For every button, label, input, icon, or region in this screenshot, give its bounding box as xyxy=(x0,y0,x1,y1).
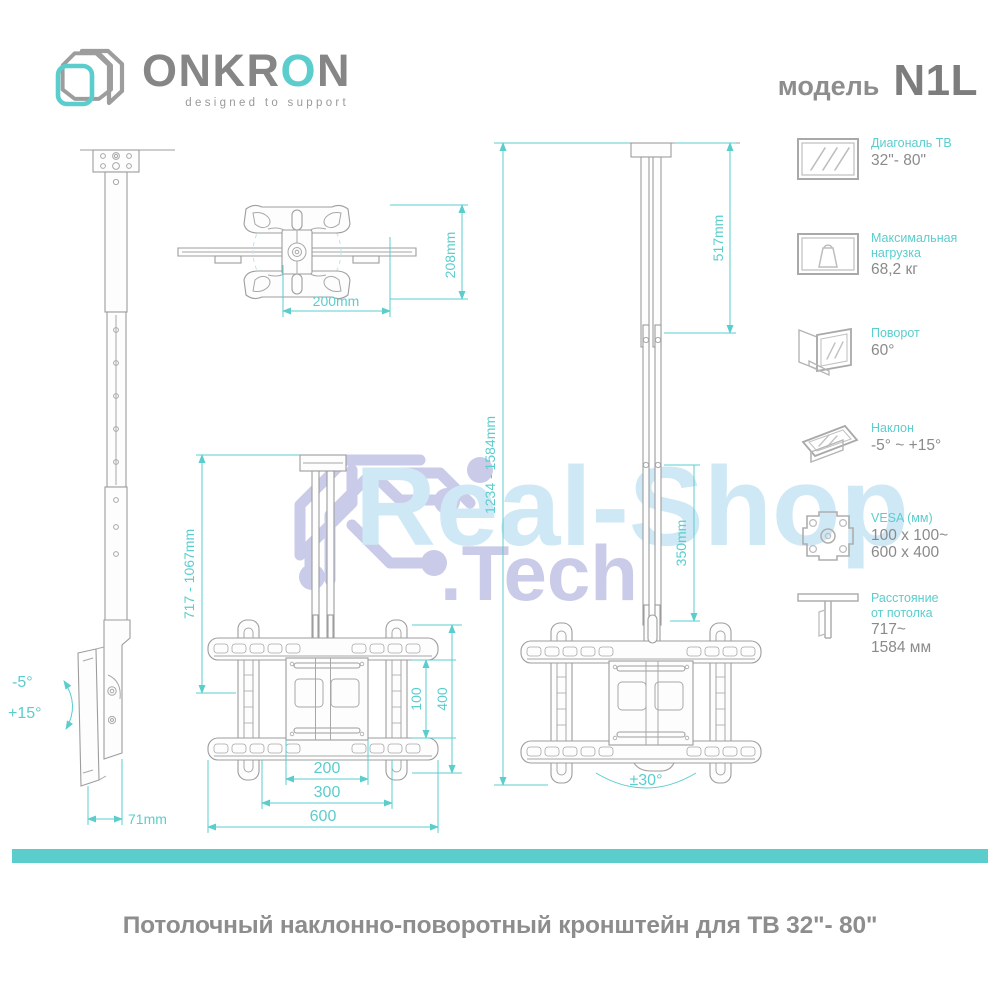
vesa-outer-height-label: 400 xyxy=(434,687,450,711)
weight-load-icon xyxy=(795,230,861,282)
spec-text: VESA (мм) 100 x 100~ 600 x 400 xyxy=(871,510,948,562)
spec-value: 32"- 80" xyxy=(871,151,926,169)
tilt-down-label: +15° xyxy=(8,705,42,722)
model-designation: модель N1L xyxy=(778,56,978,106)
drop-range-short-label: 717 - 1067mm xyxy=(181,529,197,619)
spec-row-vesa: VESA (мм) 100 x 100~ 600 x 400 xyxy=(795,510,948,562)
plate-height-label: 208mm xyxy=(442,232,458,279)
swivel-angle-label: ±30° xyxy=(630,772,663,789)
spec-text: Диагональ ТВ 32"- 80" xyxy=(871,135,952,169)
brand-wordmark: ONKRON designed to support xyxy=(142,45,352,110)
swivel-rotate-icon xyxy=(795,325,861,377)
spec-row-max-load: Максимальная нагрузка 68,2 кг xyxy=(795,230,957,282)
top-plate-view: 208mm 200mm xyxy=(177,204,468,317)
front-view-long-pole: 517mm 1234 - 1584mm 350mm ±30° xyxy=(482,142,762,789)
spec-text: Наклон -5° ~ +15° xyxy=(871,420,941,454)
product-caption: Потолочный наклонно-поворотный кронштейн… xyxy=(122,912,878,939)
spec-row-ceiling-distance: Расстояние от потолка 717~ 1584 мм xyxy=(795,590,939,656)
width-mid-label: 300 xyxy=(314,784,341,801)
spec-title: Наклон xyxy=(871,421,914,435)
spec-row-tilt: Наклон -5° ~ +15° xyxy=(795,420,941,472)
spec-text: Расстояние от потолка 717~ 1584 мм xyxy=(871,590,939,656)
spec-title: Поворот xyxy=(871,326,920,340)
spec-value: 100 x 100~ 600 x 400 xyxy=(871,526,949,562)
spec-text: Максимальная нагрузка 68,2 кг xyxy=(871,230,957,279)
spec-text: Поворот 60° xyxy=(871,325,920,359)
spec-value: -5° ~ +15° xyxy=(871,436,942,454)
brand-tagline: designed to support xyxy=(185,97,350,109)
spec-title: Расстояние от потолка xyxy=(871,591,939,620)
spec-value: 60° xyxy=(871,341,895,359)
spec-value: 68,2 кг xyxy=(871,261,918,278)
pole-bottom-label: 350mm xyxy=(673,520,689,567)
model-code: N1L xyxy=(893,56,978,105)
spec-title: Диагональ ТВ xyxy=(871,136,952,150)
header: ONKRON designed to support модель N1L xyxy=(0,0,1000,130)
spec-row-tv-diagonal: Диагональ ТВ 32"- 80" xyxy=(795,135,952,187)
tilt-up-label: -5° xyxy=(12,674,33,691)
brand-logo: ONKRON designed to support xyxy=(52,48,351,110)
vesa-inner-height-label: 100 xyxy=(408,687,424,711)
technical-drawings: .ln{stroke:#9d9d9d;fill:none;stroke-widt… xyxy=(0,125,1000,840)
tilt-icon xyxy=(795,420,861,472)
pole-top-label: 517mm xyxy=(710,215,726,262)
width-outer-label: 600 xyxy=(310,808,337,825)
accent-bar xyxy=(12,849,988,863)
spec-title: Максимальная нагрузка xyxy=(871,231,958,260)
onkron-cube-logo-icon xyxy=(52,48,130,110)
tv-screen-icon xyxy=(795,135,861,187)
front-view-short-pole: 717 - 1067mm 100 400 200 300 xyxy=(181,454,462,833)
ceiling-distance-icon xyxy=(795,590,861,642)
vesa-plate-icon xyxy=(795,510,861,562)
side-profile-view: -5° +15° 71mm xyxy=(8,149,175,827)
spec-value: 717~ 1584 мм xyxy=(871,621,932,656)
spec-title: VESA (мм) xyxy=(871,511,933,525)
drop-range-long-label: 1234 - 1584mm xyxy=(482,416,498,514)
width-inner-label: 200 xyxy=(314,760,341,777)
model-label: модель xyxy=(777,71,880,101)
plate-width-label: 200mm xyxy=(313,293,360,309)
brand-name: ONKRON xyxy=(142,45,352,96)
depth-label: 71mm xyxy=(128,811,167,827)
spec-row-swivel: Поворот 60° xyxy=(795,325,920,377)
